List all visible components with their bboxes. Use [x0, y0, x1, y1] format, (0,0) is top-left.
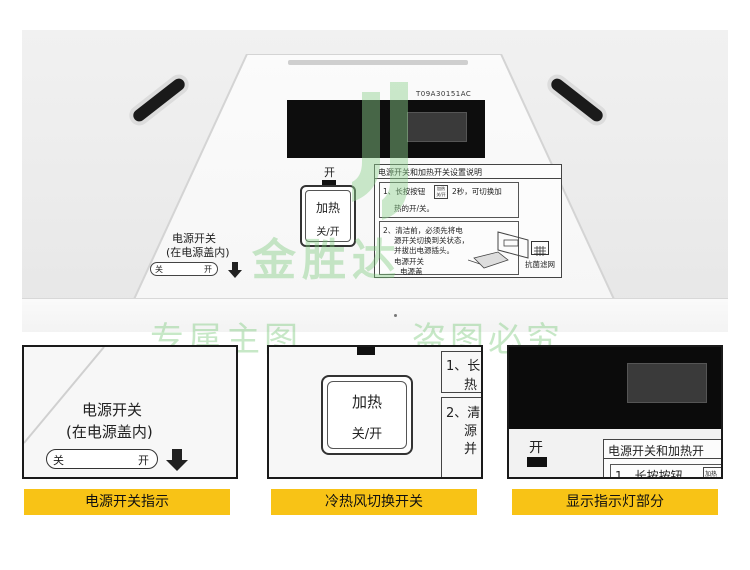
- heat-button-inner: [305, 190, 351, 242]
- air-vent-right: [543, 70, 611, 130]
- thumb-step1-a: 1、长: [446, 359, 481, 374]
- thumb-power-subtitle: (在电源盖内): [66, 423, 153, 441]
- arrow-down-icon: [166, 449, 188, 471]
- thumb-power-switch: 关 开: [46, 449, 158, 469]
- thumb-panel-title: 电源开关和加热开: [608, 444, 705, 458]
- thumb-heat-label: 加热: [351, 393, 382, 411]
- display-area: [287, 100, 485, 158]
- heat-button-label: 加热: [315, 201, 340, 215]
- power-off-label: 关: [155, 265, 163, 274]
- power-switch-title: 电源开关: [172, 232, 216, 245]
- thumb-off-label: 关: [53, 454, 64, 467]
- instruction-step-1: 1、长按按钮 加热 关/开 2秒，可切换加 热的开/关。: [379, 182, 519, 218]
- instruction-panel: 电源开关和加热开关设置说明 1、长按按钮 加热 关/开 2秒，可切换加 热的开/…: [374, 164, 562, 278]
- product-closeup-image: T09A30151AC 开 加热 关/开 电源开关 (在电源盖内) 关 开 电源…: [22, 30, 728, 332]
- air-vent-left: [125, 70, 193, 130]
- thumb-step2-b: 源: [464, 424, 478, 439]
- display-window: [407, 112, 467, 142]
- thumb-step1-b: 热: [464, 378, 478, 393]
- brand-watermark-text: 金胜达: [252, 235, 402, 286]
- power-cover-diagram-label: 电源盖: [400, 267, 423, 276]
- panel-edge-line: [24, 347, 105, 444]
- instruction-divider: [375, 178, 561, 179]
- heat-toggle-button[interactable]: 加热 关/开: [300, 185, 356, 247]
- indicator-light: [322, 180, 336, 188]
- thumb-on-label: 开: [138, 454, 149, 467]
- step1-text-a: 1、长按按钮: [383, 186, 425, 197]
- thumb-step2-a: 2、清: [446, 406, 481, 421]
- panel-lower-edge: [22, 298, 728, 332]
- power-switch-subtitle: (在电源盖内): [166, 246, 230, 259]
- thumb-indicator-light: [527, 457, 547, 467]
- thumb-mini-button: 加热: [703, 467, 721, 477]
- thumb-heat-sublabel: 关/开: [351, 427, 383, 442]
- thumb-panel-divider: [604, 458, 721, 459]
- thumb-step-1-box: 1、长 热: [441, 351, 481, 393]
- power-on-label: 开: [204, 265, 212, 274]
- thumb-display-window: [627, 363, 707, 403]
- thumb-heat-button-inner: [327, 381, 407, 449]
- step1-text-b: 2秒，可切换加: [452, 187, 502, 196]
- thumb-heat-button: 加热 关/开: [321, 375, 413, 455]
- thumb-on-label: 开: [529, 440, 543, 456]
- indicator-label: 开: [324, 166, 335, 179]
- device-diagram-icon: [468, 231, 529, 269]
- filter-label: 抗菌滤网: [525, 260, 555, 269]
- thumb-instruction-panel: 电源开关和加热开 1、长按按钮 加热: [603, 439, 721, 479]
- filter-grid-icon: [531, 241, 549, 256]
- thumb-power-title: 电源开关: [82, 401, 143, 419]
- step2-text-b: 源开关切换到关状态，: [394, 236, 469, 245]
- caption-heat-switch: 冷热风切换开关: [271, 489, 477, 515]
- power-switch[interactable]: 关 开: [150, 262, 218, 276]
- power-switch-diagram-label: 电源开关: [394, 257, 424, 266]
- caption-display: 显示指示灯部分: [512, 489, 718, 515]
- thumb-step-2-box: 2、清 源 并: [441, 397, 481, 477]
- heat-button-sublabel: 关/开: [316, 227, 340, 238]
- top-slot: [288, 60, 468, 65]
- instruction-step-2: 2、清洁前，必须先将电 源开关切换到关状态， 并拔出电源插头。 电源开关 电源盖: [379, 221, 529, 276]
- step1-mini-button: 加热 关/开: [434, 185, 448, 199]
- step2-text-a: 2、清洁前，必须先将电: [383, 226, 463, 235]
- thumb-display-area: [509, 347, 721, 429]
- instruction-title: 电源开关和加热开关设置说明: [378, 168, 482, 177]
- part-code: T09A30151AC: [416, 90, 472, 98]
- detail-power-switch: 电源开关 (在电源盖内) 关 开: [22, 345, 238, 479]
- thumb-panel-step-text: 1、长按按钮: [615, 469, 683, 479]
- arrow-down-icon: [228, 262, 242, 278]
- step2-text-c: 并拔出电源插头。: [394, 246, 454, 255]
- detail-display-indicator: 开 电源开关和加热开 1、长按按钮 加热: [507, 345, 723, 479]
- caption-power-switch: 电源开关指示: [24, 489, 230, 515]
- brand-logo-watermark: [352, 82, 408, 220]
- panel-dot: [394, 314, 397, 317]
- detail-heat-button: 加热 关/开 1、长 热 2、清 源 并: [267, 345, 483, 479]
- thumb-step2-c: 并: [464, 442, 478, 457]
- thumb-panel-step: 1、长按按钮 加热: [610, 464, 721, 479]
- thumb-indicator-light: [357, 347, 375, 355]
- step1-text-c: 热的开/关。: [394, 204, 435, 213]
